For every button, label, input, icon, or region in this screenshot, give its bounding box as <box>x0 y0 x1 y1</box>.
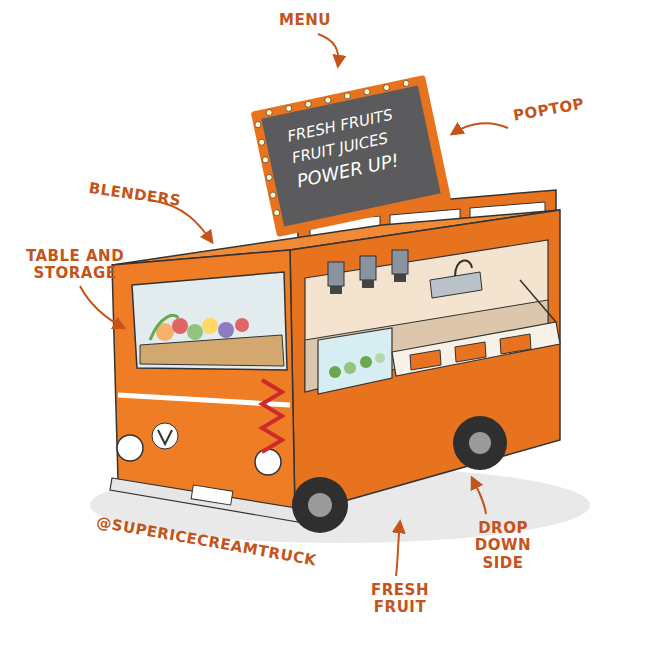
table-storage-label: TABLE AND STORAGE <box>20 248 130 283</box>
poptop-label: POPTOP <box>512 96 586 125</box>
menu-label: MENU <box>270 12 340 29</box>
blenders-label: BLENDERS <box>88 180 182 210</box>
fresh-fruit-label: FRESH FRUIT <box>360 582 440 617</box>
drop-down-side-label: DROP DOWN SIDE <box>458 520 548 572</box>
